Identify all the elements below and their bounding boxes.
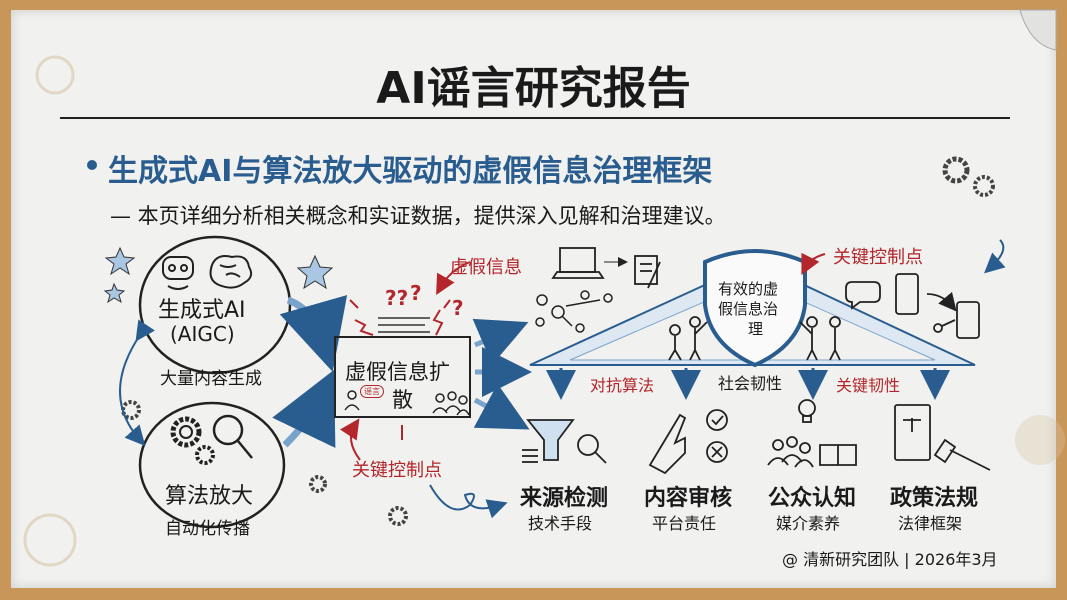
description: — 本页详细分析相关概念和实证数据，提供深入见解和治理建议。 [110, 204, 726, 228]
shield-icon [703, 249, 807, 368]
network-people-icon [535, 290, 613, 333]
laptop-icon [551, 247, 605, 279]
lightbulb-people-book-icon [767, 399, 857, 468]
pillar-source-detection-sub: 技术手段 [528, 514, 593, 533]
page-curl [1019, 9, 1057, 51]
star-icon [103, 282, 126, 304]
red-arrow [436, 261, 471, 295]
people-icon [344, 390, 470, 416]
svg-text:?: ? [410, 281, 422, 305]
bullet-dot [87, 160, 97, 170]
genai-title: 生成式AI [158, 298, 246, 323]
pillar-source-detection-title: 来源检测 [520, 486, 609, 511]
whiteboard [11, 10, 1056, 588]
star-icon [296, 254, 334, 290]
rumor-bubble: 谣言 [360, 385, 384, 398]
misinformation-label: 虚假信息 [450, 257, 522, 278]
pillar-content-review-sub: 平台责任 [652, 514, 717, 533]
down-arrows [546, 368, 950, 400]
magnifier-icon [212, 414, 253, 459]
law-book-gavel-icon [894, 404, 991, 471]
svg-text:??: ?? [385, 286, 408, 310]
question-marks-icon: ???? [385, 281, 464, 320]
flow-arrow [279, 294, 348, 372]
spread-box [334, 336, 471, 418]
shield-text-2: 假信息治 [718, 300, 779, 318]
robot-hand-check-icon [648, 409, 728, 475]
loop-arrow [429, 484, 508, 519]
burst-icon [349, 299, 451, 336]
pillar-policy-sub: 法律框架 [898, 514, 963, 533]
document-pen-icon [634, 255, 661, 289]
flow-arrow [272, 369, 336, 449]
spread-box-line2: 散 [392, 388, 413, 412]
phone-icon [895, 273, 980, 339]
algo-circle [138, 401, 286, 529]
robot-icon [162, 256, 194, 290]
coffee-stain [23, 513, 77, 567]
control-point-label-top: 关键控制点 [833, 247, 923, 268]
pillar-public-awareness-title: 公众认知 [768, 486, 857, 511]
output-arrows [472, 318, 532, 430]
document-icon [378, 317, 430, 333]
coffee-stain [1015, 415, 1065, 465]
pillar-public-awareness-sub: 媒介素养 [776, 514, 841, 533]
gears-icon [170, 416, 215, 465]
coffee-stain [35, 55, 75, 95]
star-icon [104, 246, 136, 276]
pillar-policy-title: 政策法规 [890, 486, 979, 511]
control-point-label-bottom: 关键控制点 [352, 460, 442, 481]
spread-box-line1: 虚假信息扩 [345, 360, 450, 384]
blue-curve-arrow [984, 239, 1006, 274]
funnel-magnifier-icon [522, 419, 607, 464]
counter-algorithm-label: 对抗算法 [590, 376, 655, 395]
shield-text-1: 有效的虚 [718, 280, 779, 298]
shield-text-3: 理 [748, 320, 764, 338]
key-resilience-label: 关键韧性 [836, 376, 901, 395]
algo-caption: 自动化传播 [165, 519, 250, 539]
social-resilience-label: 社会韧性 [718, 374, 783, 393]
page-title: AI谣言研究报告 [376, 63, 691, 114]
pillar-content-review-title: 内容审核 [644, 486, 733, 511]
workers-icon [668, 316, 841, 361]
genai-title-abbr: (AIGC) [170, 322, 235, 346]
chat-icon [845, 281, 881, 310]
cycle-arrow [119, 319, 155, 446]
red-arrow [801, 252, 826, 276]
brain-icon [209, 255, 253, 289]
svg-text:?: ? [452, 296, 464, 320]
genai-caption: 大量内容生成 [160, 369, 262, 389]
footer-credit: @ 清新研究团队 | 2026年3月 [782, 550, 998, 569]
algo-title: 算法放大 [165, 484, 254, 509]
red-arrow [340, 418, 361, 461]
subtitle: 生成式AI与算法放大驱动的虚假信息治理框架 [108, 154, 713, 189]
